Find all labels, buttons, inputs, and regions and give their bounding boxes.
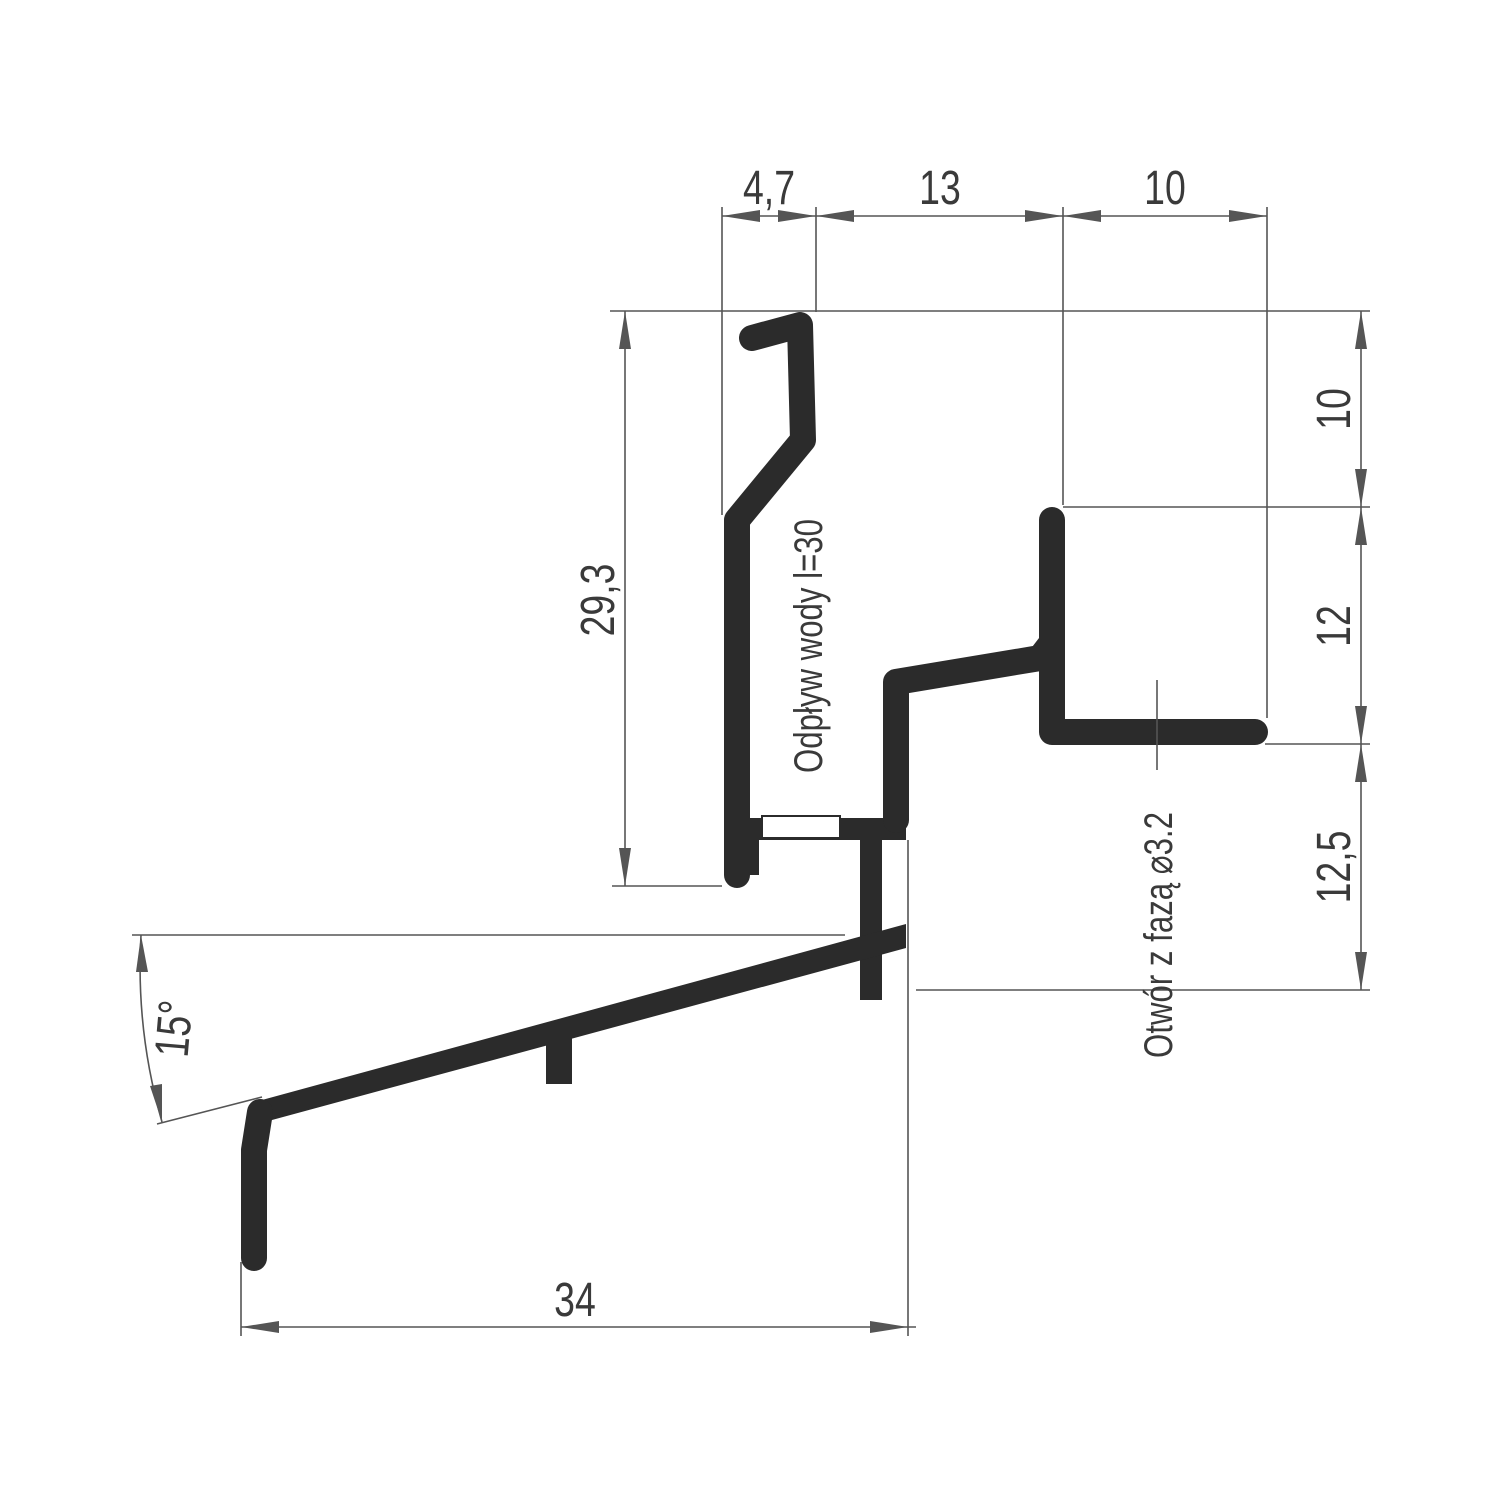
dimension-top-1: 4,7 <box>743 162 795 216</box>
dimension-angle: 15° <box>145 998 203 1059</box>
note-chamfered-hole: Otwór z fazą ⌀3.2 <box>1136 812 1181 1058</box>
profile-stem <box>860 834 882 1000</box>
drain-slot <box>761 815 841 839</box>
profile-stem-cap <box>884 834 906 840</box>
profile-top-hook <box>724 312 816 888</box>
dimension-right-1: 10 <box>1308 388 1362 430</box>
profile-middle-step <box>883 632 1063 833</box>
profile-sill-edge <box>241 1099 273 1271</box>
dimension-bottom-width: 34 <box>554 1274 596 1328</box>
profile-section <box>241 312 1268 1271</box>
dimension-lines <box>132 207 1370 1336</box>
dimension-right-3: 12,5 <box>1308 831 1362 904</box>
note-water-drain: Odpływ wody l=30 <box>786 519 831 773</box>
profile-drip-tooth <box>546 1030 572 1084</box>
dimension-left-height: 29,3 <box>572 564 626 637</box>
profile-right-leg <box>1039 507 1268 745</box>
dimension-right-2: 12 <box>1308 605 1362 647</box>
dimension-top-2: 13 <box>919 162 961 216</box>
dimension-top-3: 10 <box>1144 162 1186 216</box>
profile-sloped-sill <box>262 924 906 1122</box>
